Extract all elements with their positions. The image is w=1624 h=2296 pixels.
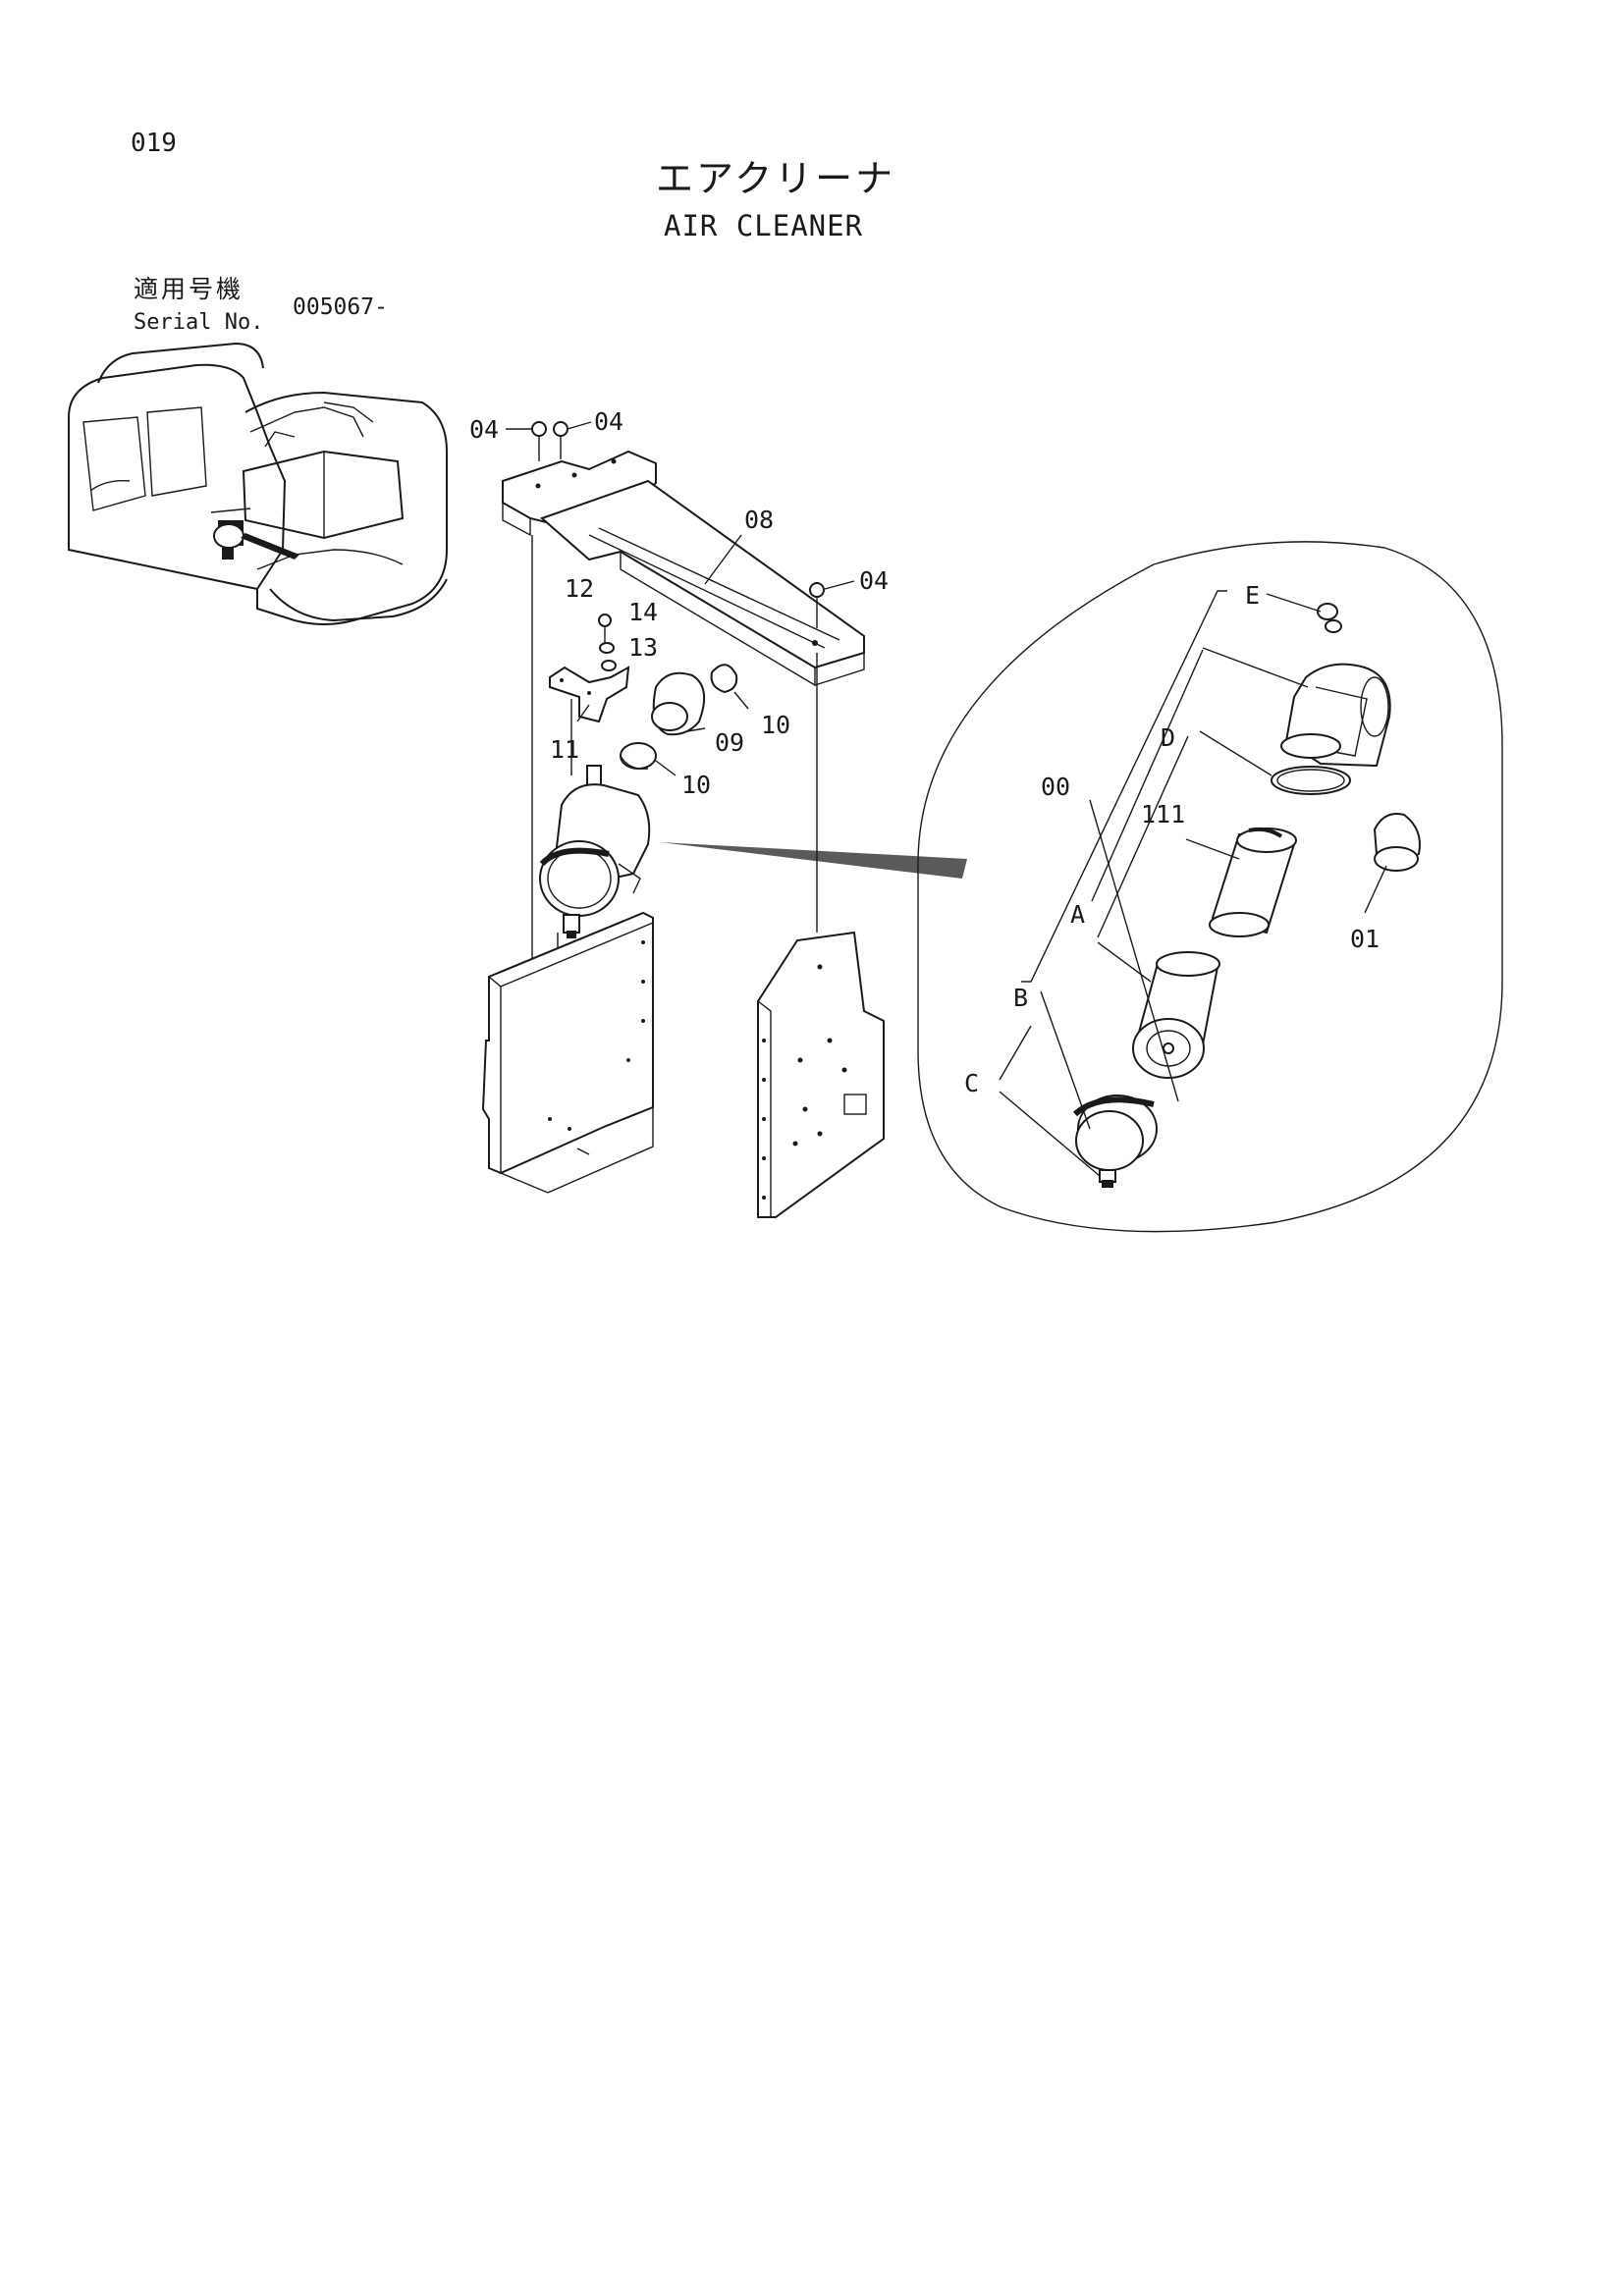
bolt-group — [531, 421, 825, 628]
page-title-japanese: エアクリーナ — [656, 157, 896, 200]
callout-10-lower: 10 — [681, 771, 711, 799]
callout-leaders — [506, 421, 1387, 1177]
magnify-leader — [660, 842, 967, 879]
air-cleaner-body — [539, 765, 651, 938]
side-panel-left — [481, 911, 654, 1194]
support-channel — [540, 479, 865, 687]
side-panel-right — [757, 931, 885, 1218]
elbow-and-clamps — [620, 664, 738, 770]
callout-10-upper: 10 — [761, 711, 790, 739]
serial-label-english: Serial No. — [134, 310, 264, 335]
callout-labels: 04 04 04 08 12 14 13 11 09 10 10 E D 00 … — [469, 407, 1380, 1097]
callout-A: A — [1070, 900, 1085, 929]
detail-view-parts — [1072, 603, 1421, 1188]
callout-111: 111 — [1141, 800, 1185, 828]
page-number: 019 — [131, 129, 177, 158]
callout-04-center: 04 — [594, 407, 623, 436]
excavator-thumbnail — [68, 342, 448, 625]
serial-number-value: 005067- — [293, 294, 388, 320]
callout-09: 09 — [715, 728, 744, 757]
callout-08: 08 — [744, 506, 774, 534]
detail-view-outline — [917, 541, 1503, 1233]
callout-D: D — [1161, 723, 1175, 752]
callout-01: 01 — [1350, 925, 1380, 953]
callout-12: 12 — [565, 574, 594, 603]
bracket-assembly — [549, 614, 630, 723]
callout-C: C — [964, 1069, 979, 1097]
callout-14: 14 — [628, 598, 658, 626]
callout-11: 11 — [550, 735, 579, 764]
callout-B: B — [1013, 984, 1028, 1012]
callout-00: 00 — [1041, 773, 1070, 801]
callout-13: 13 — [628, 633, 658, 662]
mounting-plate-top — [502, 450, 657, 537]
page-title-english: AIR CLEANER — [664, 209, 864, 242]
serial-label-japanese: 適用号機 — [134, 275, 244, 303]
callout-04-right: 04 — [859, 566, 889, 595]
callout-04-left: 04 — [469, 415, 499, 444]
callout-E: E — [1245, 581, 1260, 610]
